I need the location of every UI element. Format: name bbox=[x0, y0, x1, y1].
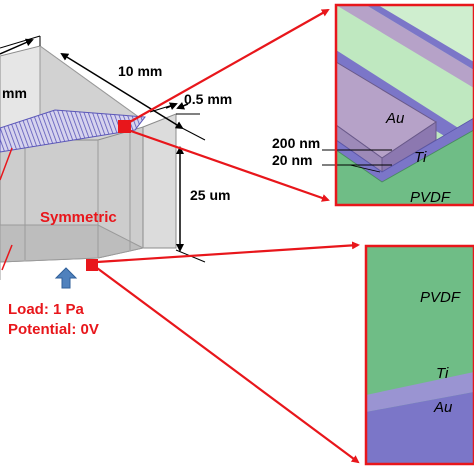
top-pvdf-label: PVDF bbox=[410, 189, 451, 206]
au-thickness-label: 200 nm bbox=[272, 135, 320, 151]
length-dimension-label: 10 mm bbox=[118, 63, 162, 79]
bottom-au-label: Au bbox=[433, 399, 453, 416]
load-arrow-icon bbox=[54, 267, 78, 289]
load-label: Load: 1 Pa bbox=[8, 301, 85, 318]
top-ti-label: Ti bbox=[414, 149, 427, 166]
dimension-lines bbox=[0, 35, 206, 263]
potential-label: Potential: 0V bbox=[8, 321, 99, 338]
height-dimension-label: 25 um bbox=[190, 187, 230, 203]
callouts bbox=[86, 9, 360, 464]
symmetric-label: Symmetric bbox=[40, 209, 117, 226]
top-inset bbox=[322, 3, 474, 207]
width-dimension-label: mm bbox=[2, 85, 27, 101]
thickness-dimension-label: 0.5 mm bbox=[184, 91, 232, 107]
block-lower-wedge bbox=[0, 224, 145, 263]
block-right-face bbox=[142, 113, 177, 249]
bottom-callout-marker bbox=[86, 259, 98, 271]
bottom-ti-label: Ti bbox=[436, 365, 449, 382]
cantilever-block bbox=[0, 45, 177, 280]
bottom-inset bbox=[364, 244, 474, 466]
bottom-pvdf-label: PVDF bbox=[420, 289, 461, 306]
top-au-label: Au bbox=[385, 110, 405, 127]
top-callout-marker bbox=[118, 120, 131, 133]
ti-thickness-label: 20 nm bbox=[272, 152, 312, 168]
